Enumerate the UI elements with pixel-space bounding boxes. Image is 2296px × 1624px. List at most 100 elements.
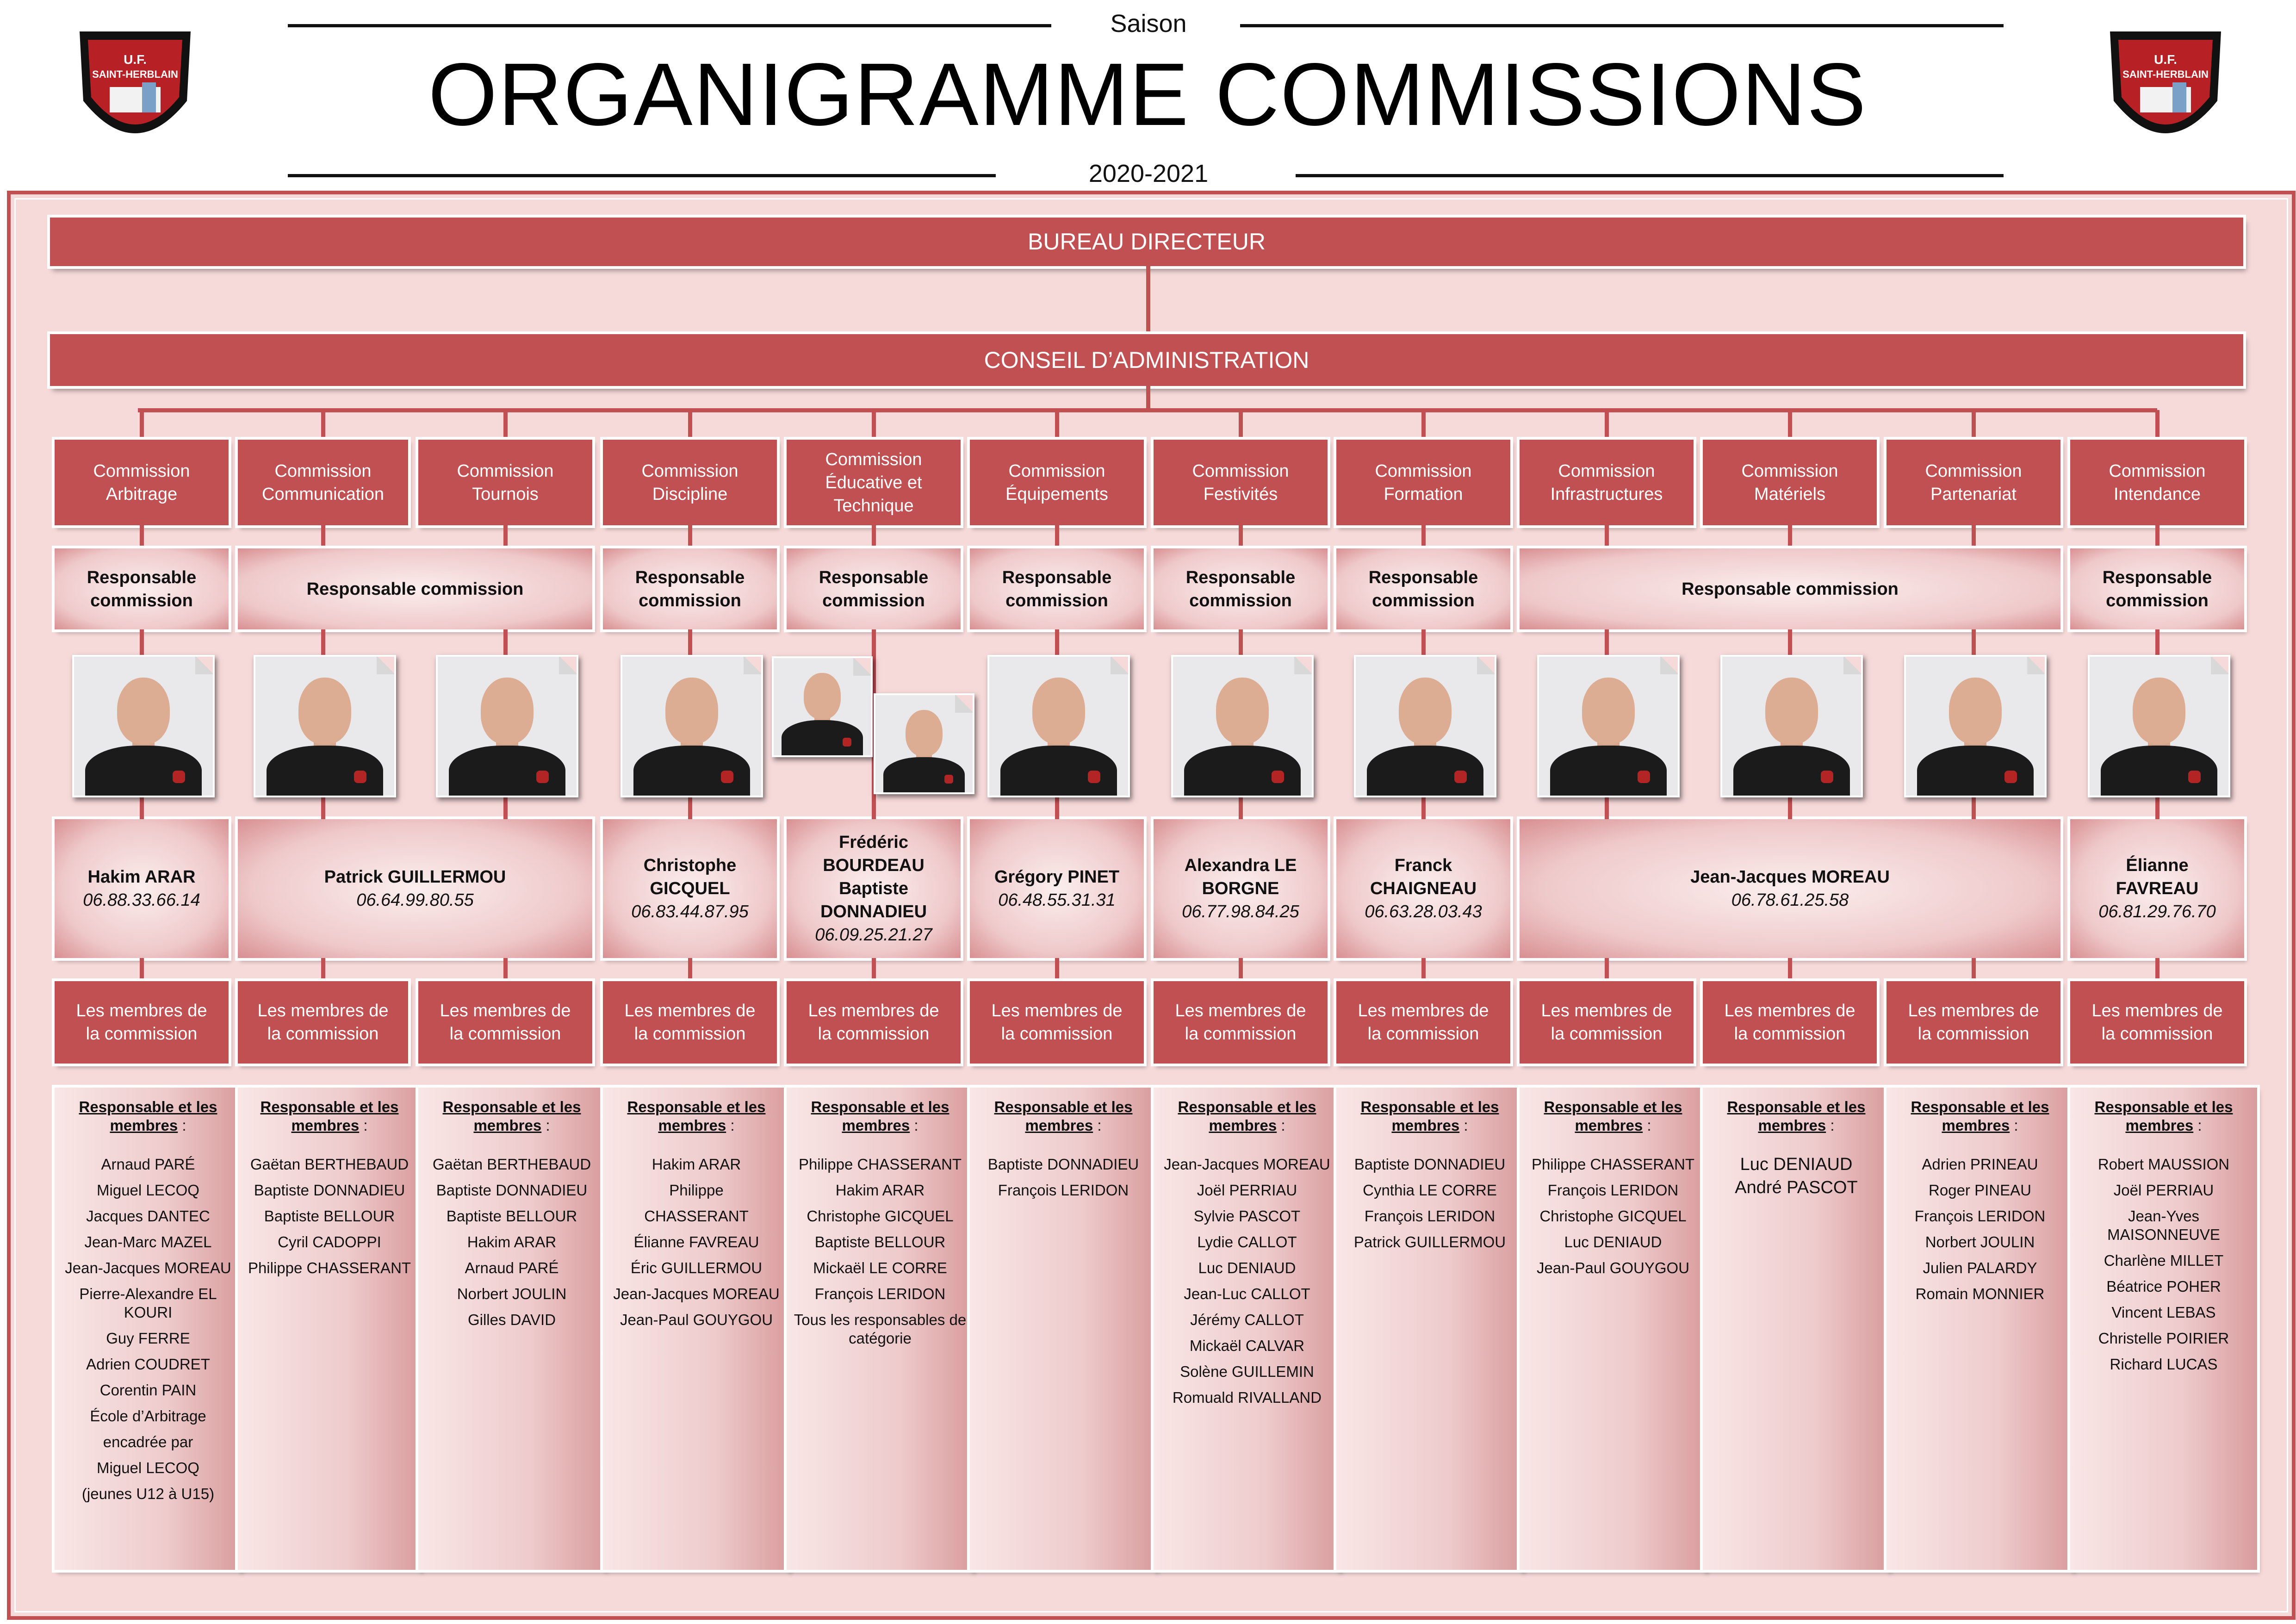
connector-commission-6 (1239, 410, 1243, 440)
members-list-header: Responsable et les membres : (2077, 1098, 2251, 1135)
members-box: Les membres de la commission (787, 981, 961, 1064)
header-rule-bottom-right (1296, 174, 2004, 177)
list-header-text: Responsable et les membres (1727, 1098, 1866, 1134)
commission-box: Commission Équipements (970, 440, 1144, 525)
header-rule-top-left (288, 24, 1051, 27)
responsable-box: Responsable commission (2070, 548, 2244, 629)
list-header-text: Responsable et les membres (260, 1098, 399, 1134)
member-name: Christelle POIRIER (2098, 1330, 2229, 1347)
responsable-box: Responsable commission (1336, 548, 1510, 629)
members-label: Les membres de la commission (1724, 1001, 1855, 1044)
connector-commission-resp-9 (1788, 525, 1792, 548)
connector-commission-resp-7 (1421, 525, 1426, 548)
connector-commission-4 (872, 410, 876, 440)
responsable-label: Responsable commission (1682, 579, 1899, 599)
list-header-text: Responsable et les membres (79, 1098, 217, 1134)
members-list-header: Responsable et les membres : (1709, 1098, 1883, 1135)
list-header-suffix: : (1459, 1117, 1468, 1134)
members-box: Les membres de la commission (1520, 981, 1694, 1064)
connector-name-members-5 (1055, 958, 1059, 981)
commission-box: Commission Arbitrage (55, 440, 229, 525)
member-name: Hakim ARAR (467, 1233, 557, 1251)
member-name: Béatrice POHER (2106, 1278, 2221, 1295)
members-box: Les membres de la commission (1336, 981, 1510, 1064)
connector-name-members-8 (1605, 958, 1609, 981)
responsable-box: Responsable commission (1154, 548, 1328, 629)
person-name: Christophe GICQUEL (643, 856, 737, 898)
connector-commission-resp-8 (1605, 525, 1609, 548)
person-photo (1171, 655, 1314, 797)
members-list: Responsable et les membres :Baptiste DON… (1336, 1088, 1523, 1570)
members-list-header: Responsable et les membres : (61, 1098, 235, 1135)
connector-name-members-10 (1972, 958, 1976, 981)
person-photo (874, 693, 974, 794)
member-name: Cynthia LE CORRE (1363, 1182, 1497, 1199)
member-name: Luc DENIAUD (1198, 1259, 1296, 1276)
connector-bureau-conseil (1146, 266, 1150, 333)
list-header-text: Responsable et les membres (442, 1098, 581, 1134)
members-label: Les membres de la commission (624, 1001, 756, 1044)
member-name: François LERIDON (814, 1285, 946, 1302)
members-list-header: Responsable et les membres : (1343, 1098, 1517, 1135)
connector-horizontal (138, 408, 2157, 412)
member-name: Baptiste DONNADIEU (254, 1182, 405, 1199)
member-name: Élianne FAVREAU (633, 1233, 759, 1251)
members-label: Les membres de la commission (76, 1001, 207, 1044)
commission-label: Commission Matériels (1741, 461, 1838, 504)
connector-name-members-2 (503, 958, 508, 981)
member-name: Julien PALARDY (1923, 1259, 2037, 1276)
connector-commission-3 (688, 410, 692, 440)
members-label: Les membres de la commission (1908, 1001, 2039, 1044)
member-name: Jacques DANTEC (86, 1207, 210, 1225)
connector-commission-resp-4 (872, 525, 876, 548)
list-header-text: Responsable et les membres (1544, 1098, 1682, 1134)
responsable-box: Responsable commission (787, 548, 961, 629)
connector-commission-resp-1 (321, 525, 325, 548)
responsable-box: Responsable commission (970, 548, 1144, 629)
list-header-suffix: : (178, 1117, 186, 1134)
logo-text-mid: SAINT-HERBLAIN (92, 68, 178, 80)
responsable-box: Responsable commission (55, 548, 229, 629)
connector-commission-9 (1788, 410, 1792, 440)
member-name: Romain MONNIER (1915, 1285, 2045, 1302)
members-list: Responsable et les membres : Gaëtan BERTH… (238, 1088, 421, 1570)
member-name: (jeunes U12 à U15) (81, 1485, 215, 1502)
commission-label: Commission Partenariat (1925, 461, 2022, 504)
member-name: Adrien PRINEAU (1922, 1156, 2038, 1173)
connector-conseil-down (1146, 386, 1150, 410)
commission-box: Commission Formation (1336, 440, 1510, 525)
commission-label: Commission Infrastructures (1550, 461, 1663, 504)
person-photo (1537, 655, 1680, 797)
list-header-suffix: : (359, 1117, 368, 1134)
member-name: Philippe (669, 1182, 724, 1199)
member-name: Baptiste BELLOUR (446, 1207, 577, 1225)
responsable-label: Responsable commission (306, 579, 524, 599)
connector-commission-0 (140, 410, 144, 440)
member-name: encadrée par (103, 1433, 193, 1450)
member-name: Corentin PAIN (99, 1381, 197, 1399)
members-box: Les membres de la commission (2070, 981, 2244, 1064)
member-name: Sylvie PASCOT (1193, 1207, 1301, 1225)
connector-commission-resp-11 (2155, 525, 2159, 548)
member-name: Patrick GUILLERMOU (1353, 1233, 1506, 1251)
member-name: Philippe CHASSERANT (248, 1259, 411, 1276)
member-name: Lydie CALLOT (1197, 1233, 1297, 1251)
member-name: Baptiste BELLOUR (264, 1207, 395, 1225)
member-name: Jean-Luc CALLOT (1184, 1285, 1310, 1302)
person-name: Frédéric BOURDEAU Baptiste DONNADIEU (820, 833, 927, 921)
member-name: Mickaël CALVAR (1189, 1337, 1305, 1354)
list-header-suffix: : (1643, 1117, 1651, 1134)
member-name: Jean-Paul GOUYGOU (620, 1311, 773, 1328)
responsable-label: Responsable commission (1185, 567, 1296, 610)
list-header-text: Responsable et les membres (1911, 1098, 2049, 1134)
members-box: Les membres de la commission (970, 981, 1144, 1064)
list-header-suffix: : (2193, 1117, 2202, 1134)
season-label: Saison (1110, 10, 1187, 37)
member-name: Gaëtan BERTHEBAUD (250, 1156, 409, 1173)
connector-name-members-7 (1421, 958, 1426, 981)
